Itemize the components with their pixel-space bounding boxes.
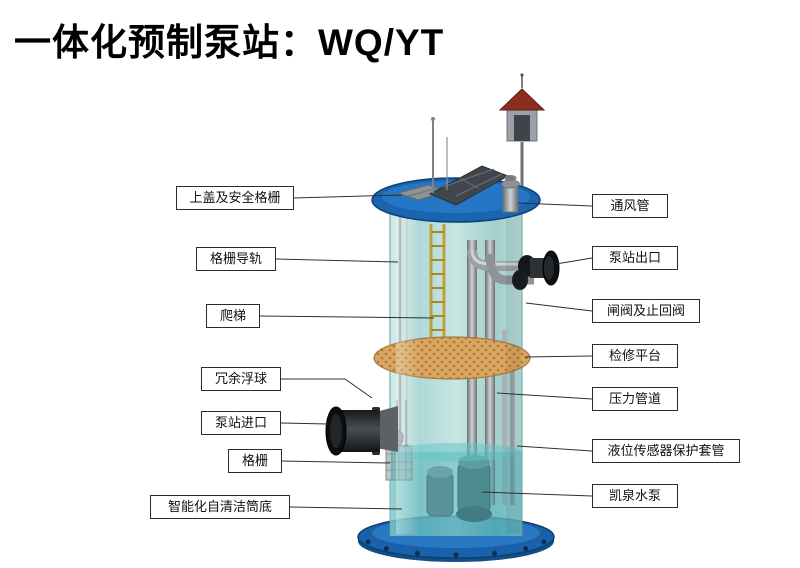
label-kaiquan-pump: 凯泉水泵 <box>592 484 678 508</box>
glass-shadow <box>506 204 521 534</box>
label-grille: 格栅 <box>228 449 282 473</box>
label-top-cover-safety-grille: 上盖及安全格栅 <box>176 186 294 210</box>
label-vent-pipe: 通风管 <box>592 194 668 218</box>
inlet-pipe <box>325 406 398 456</box>
label-gate-check-valve: 闸阀及止回阀 <box>592 299 700 323</box>
label-maintenance-platform: 检修平台 <box>592 344 678 368</box>
label-grille-guide-rail: 格栅导轨 <box>196 247 276 271</box>
mast-antenna <box>431 117 448 193</box>
level-sensor-sleeves <box>502 330 515 505</box>
glass-highlight <box>396 204 420 534</box>
label-pressure-pipe: 压力管道 <box>592 387 678 411</box>
label-sensor-sleeve: 液位传感器保护套管 <box>592 439 740 463</box>
monitor-house <box>498 73 546 186</box>
label-redundant-float: 冗余浮球 <box>201 367 281 391</box>
vent-pipe <box>501 175 520 213</box>
label-self-cleaning-bottom: 智能化自清洁筒底 <box>150 495 290 519</box>
page-title: 一体化预制泵站：WQ/YT <box>14 22 445 63</box>
label-station-inlet: 泵站进口 <box>201 411 281 435</box>
label-ladder: 爬梯 <box>206 304 260 328</box>
connector-lines <box>259 194 593 510</box>
label-station-outlet: 泵站出口 <box>592 246 678 270</box>
outlet-flange <box>542 250 560 286</box>
